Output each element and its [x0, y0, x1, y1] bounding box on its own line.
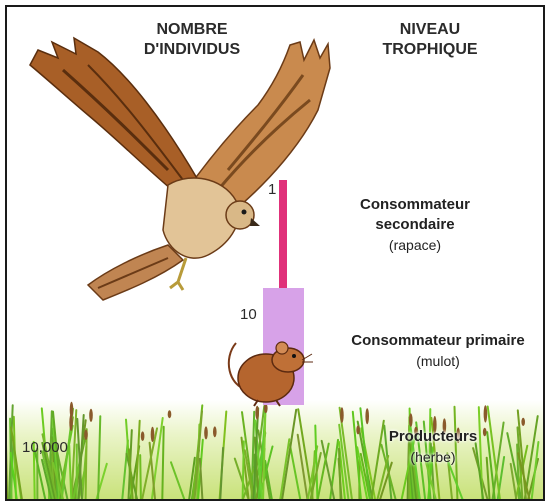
level-name: Consommateur secondaire	[340, 195, 490, 235]
level-example: (mulot)	[326, 351, 550, 371]
level-name: Producteurs	[368, 427, 498, 447]
hawk-illustration	[18, 20, 338, 310]
level-secondary-consumer: Consommateur secondaire (rapace)	[340, 195, 490, 255]
level-example: (rapace)	[340, 235, 490, 255]
header-trophic-level: NIVEAU TROPHIQUE	[360, 20, 500, 60]
level-example: (herbe)	[368, 447, 498, 467]
level-name: Consommateur primaire	[326, 331, 550, 351]
count-primary: 10	[240, 306, 257, 323]
pyramid-bar-secondary	[279, 180, 287, 288]
count-producers: 10,000	[22, 439, 68, 456]
level-producers: Producteurs (herbe)	[368, 427, 498, 467]
mouse-illustration	[218, 318, 318, 410]
header-individual-count: NOMBRE D'INDIVIDUS	[122, 20, 262, 60]
level-primary-consumer: Consommateur primaire (mulot)	[326, 331, 550, 371]
count-secondary: 1	[268, 181, 276, 198]
